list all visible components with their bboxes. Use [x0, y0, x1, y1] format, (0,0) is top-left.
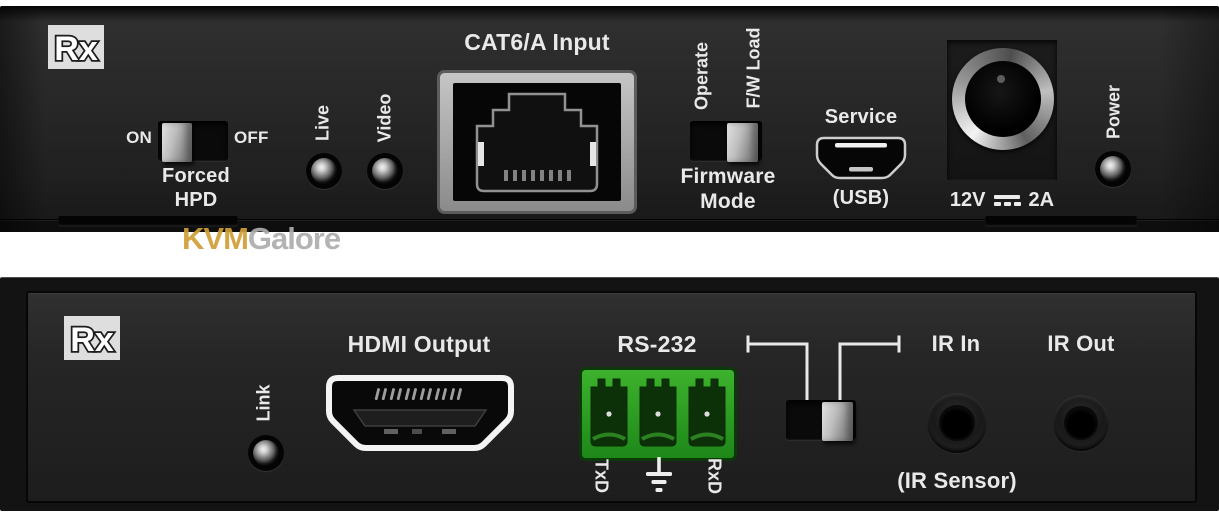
firmware-mode-caption: Firmware Mode — [653, 164, 803, 214]
hdmi-port — [326, 375, 514, 451]
firmware-mode-switch-knob — [726, 123, 759, 162]
rx-logo-text: Rx — [70, 321, 114, 359]
firmware-fwload-label: F/W Load — [743, 27, 764, 109]
ground-symbol-icon — [646, 457, 672, 492]
video-led-indicator — [367, 153, 403, 189]
ir-mode-switch — [786, 400, 856, 441]
dc-power-jack-hole — [965, 61, 1041, 137]
power-voltage: 12V — [949, 189, 986, 211]
rs232-txd-label: TxD — [591, 458, 612, 494]
forced-hpd-switch-knob — [161, 123, 193, 162]
chassis-slot-left — [58, 216, 238, 227]
cat6-input-label: CAT6/A Input — [464, 29, 610, 55]
watermark-galore: Galore — [247, 221, 341, 256]
live-led-label: Live — [312, 104, 333, 142]
live-led-indicator — [306, 153, 342, 189]
forced-hpd-caption-line2: HPD — [174, 189, 218, 211]
chassis-bottom-lip — [0, 219, 1219, 232]
ir-out-jack — [1053, 395, 1109, 451]
rx-logo: Rx — [64, 316, 120, 361]
video-led-label: Video — [374, 93, 395, 143]
micro-usb-port — [815, 136, 907, 180]
ir-mode-switch-knob — [821, 402, 853, 441]
watermark-kvm: KVM — [182, 221, 249, 256]
rx-logo-text: Rx — [54, 30, 98, 68]
power-spec-label: 12V 2A — [932, 189, 1072, 212]
dc-power-jack — [952, 48, 1054, 150]
rj45-port — [437, 70, 637, 214]
service-usb-sublabel: (USB) — [832, 187, 890, 209]
dc-symbol-icon — [993, 195, 1021, 206]
led-lens — [1100, 156, 1126, 182]
led-lens — [372, 158, 398, 184]
led-lens — [311, 158, 337, 184]
power-current: 2A — [1028, 189, 1055, 211]
receiver-front-panel: Rx ON OFF Forced HPD Live Video CAT6/A I… — [0, 6, 1219, 232]
forced-hpd-caption-line1: Forced — [162, 165, 230, 187]
receiver-rear-panel: Rx Link HDMI Output — [0, 277, 1219, 511]
ir-in-jack — [927, 393, 987, 453]
rs232-terminal-block — [579, 367, 737, 461]
firmware-mode-switch — [690, 121, 762, 162]
service-label: Service — [824, 106, 898, 128]
power-led-label: Power — [1103, 84, 1124, 140]
forced-hpd-off-label: OFF — [234, 128, 269, 147]
led-lens — [253, 440, 279, 466]
ir-in-jack-hole — [941, 407, 973, 439]
ir-out-jack-hole — [1066, 408, 1096, 438]
firmware-operate-label: Operate — [691, 41, 712, 111]
firmware-caption-line2: Mode — [700, 190, 756, 213]
dc-power-jack-pin — [996, 74, 1005, 83]
rx-logo: Rx — [48, 25, 104, 70]
ir-selector-bracket — [746, 335, 901, 403]
firmware-caption-line1: Firmware — [680, 165, 776, 188]
ir-out-label: IR Out — [1047, 331, 1115, 356]
kvmgalore-watermark: KVMGalore — [182, 221, 341, 257]
power-led-indicator — [1095, 151, 1131, 187]
hdmi-output-label: HDMI Output — [347, 331, 491, 357]
link-led-indicator — [248, 435, 284, 471]
forced-hpd-on-label: ON — [126, 128, 152, 147]
ir-in-label: IR In — [931, 331, 981, 356]
link-led-label: Link — [253, 384, 274, 422]
ir-sensor-label: (IR Sensor) — [897, 468, 1017, 493]
rs232-rxd-label: RxD — [704, 457, 725, 495]
forced-hpd-switch — [158, 121, 228, 162]
chassis-slot-right — [985, 216, 1137, 227]
forced-hpd-caption: Forced HPD — [136, 164, 256, 212]
rs232-label: RS-232 — [617, 331, 697, 357]
